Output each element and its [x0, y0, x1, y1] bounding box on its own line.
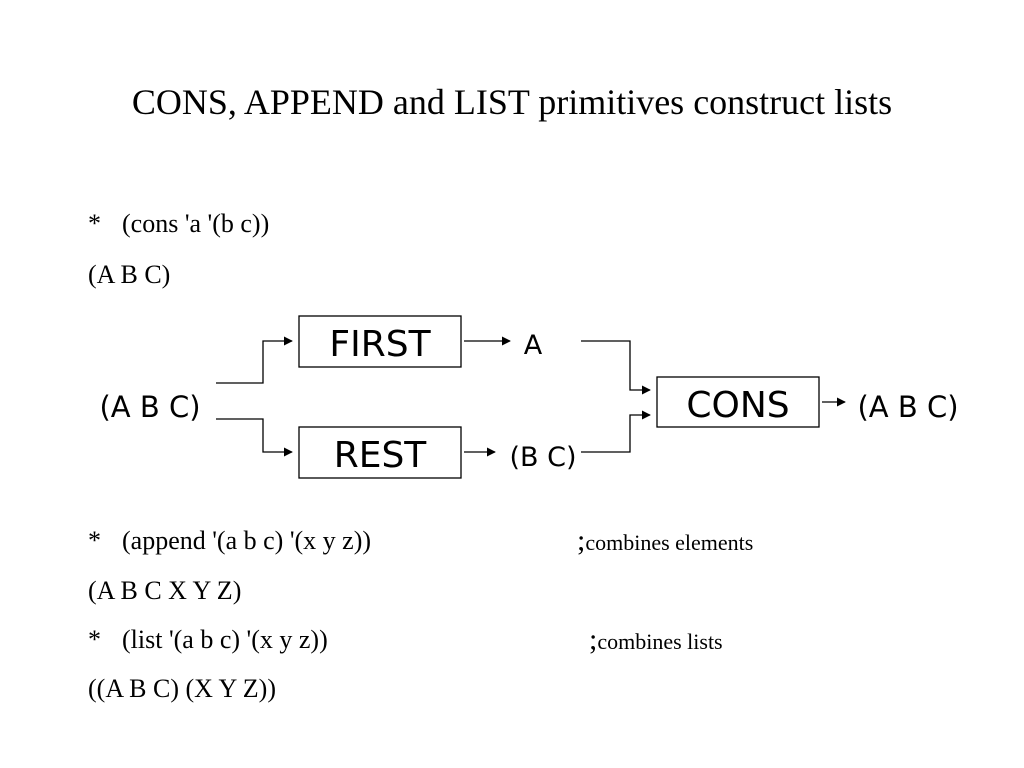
first-box — [298, 315, 462, 368]
cons-box — [656, 376, 820, 428]
cons-example-result: (A B C) — [88, 260, 171, 289]
first-output-label: A — [524, 330, 543, 361]
comment-semicolon: ; — [589, 623, 598, 656]
rest-box-label: REST — [334, 435, 428, 476]
list-example-line: * (list '(a b c) '(x y z)) — [88, 624, 328, 656]
wire-input-to-rest — [216, 418, 293, 457]
cons-example-line: * (cons 'a '(b c)) — [88, 208, 269, 240]
rest-output-label: (B C) — [509, 442, 576, 473]
cons-output-label: (A B C) — [857, 390, 958, 424]
append-example-result: (A B C X Y Z) — [88, 576, 242, 605]
wire-a-to-cons — [581, 340, 651, 395]
list-comment-text: combines lists — [597, 629, 723, 654]
cons-example-code: (cons 'a '(b c)) — [122, 209, 270, 238]
slide-title: CONS, APPEND and LIST primitives constru… — [131, 82, 893, 122]
bullet-asterisk: * — [88, 526, 101, 555]
list-example-code: (list '(a b c) '(x y z)) — [122, 625, 328, 654]
append-comment: ;combines elements — [577, 525, 753, 559]
wire-bc-to-cons — [581, 410, 651, 453]
rest-box — [298, 426, 462, 479]
first-box-label: FIRST — [329, 324, 431, 365]
comment-semicolon: ; — [577, 524, 586, 557]
append-example-line: * (append '(a b c) '(x y z)) — [88, 525, 371, 557]
append-example-code: (append '(a b c) '(x y z)) — [122, 526, 372, 555]
append-comment-text: combines elements — [585, 530, 754, 555]
list-example-result: ((A B C) (X Y Z)) — [88, 674, 276, 703]
wire-input-to-first — [216, 336, 293, 384]
cons-box-label: CONS — [686, 385, 789, 426]
bullet-asterisk: * — [88, 625, 101, 654]
bullet-asterisk: * — [88, 209, 101, 238]
diagram-input-label: (A B C) — [99, 390, 200, 424]
list-comment: ;combines lists — [589, 624, 723, 658]
